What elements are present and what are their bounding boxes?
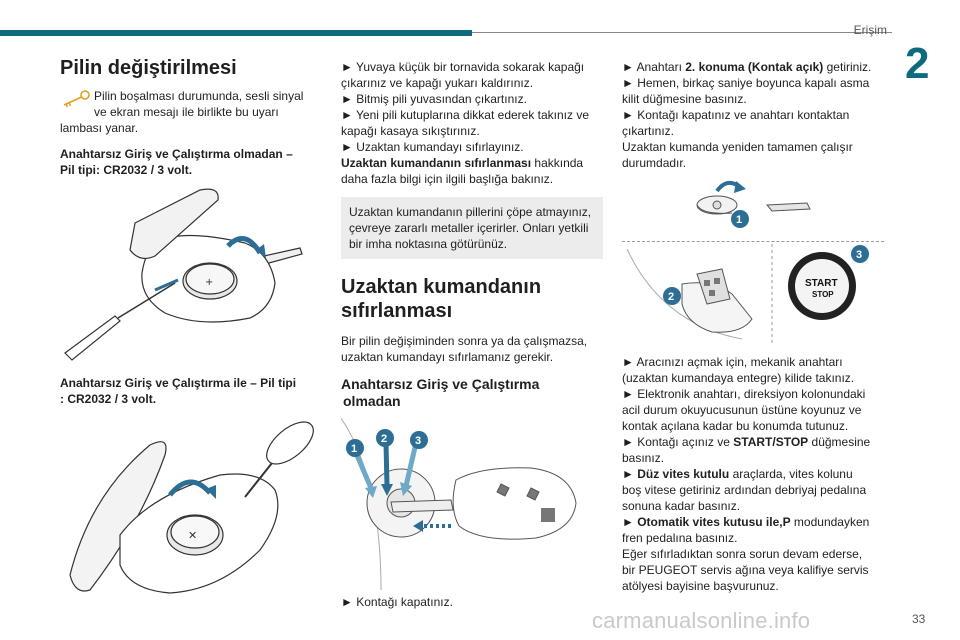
paragraph-line: uzaktan kumandayı sıfırlamanız gerekir. (341, 350, 554, 364)
instruction-line: ► Kontağı açınız ve START/STOP düğmesine (622, 434, 884, 450)
page-number: 33 (912, 612, 926, 626)
text-bold: ► Otomatik vites kutusu ile,P (622, 515, 791, 529)
notice-line: çevreye zararlı metaller içerirler. Onla… (349, 221, 589, 235)
instruction-line: Uzaktan kumanda yeniden tamamen çalışır (622, 140, 853, 154)
instruction-line: çıkartınız. (622, 124, 675, 138)
instruction-line: ► Düz vites kutulu araçlarda, vites kolu… (622, 466, 884, 482)
callout-3: 3 (856, 249, 862, 261)
header-rule (472, 32, 892, 33)
reference-term: Uzaktan kumandanın sıfırlanması (341, 156, 532, 170)
subheading-without-keyless: olmadan (343, 393, 401, 409)
key-battery-illustration-2: ✕ (60, 415, 322, 595)
subheading-no-keyless: Pil tipi: CR2032 / 3 volt. (60, 163, 193, 177)
instruction-line: kontak açılana kadar bu konumda tutunuz. (622, 419, 849, 433)
instruction-line: acil durum okuyucusunun üstüne koyunuz v… (622, 403, 862, 417)
watermark: carmanualsonline.info (592, 608, 811, 633)
instruction-line: ► Hemen, birkaç saniye boyunca kapalı as… (622, 76, 870, 90)
instruction-line: kilit düğmesine basınız. (622, 92, 747, 106)
instruction-line: ► Kontağı kapatınız. (341, 595, 453, 609)
text-run: ► Anahtarı (622, 60, 686, 74)
instruction-line: (uzaktan kumandaya entegre) kilide takın… (622, 371, 855, 385)
text-run: modundayken (790, 515, 870, 529)
note-line: Pilin boşalması durumunda, sesli sinyal (94, 89, 304, 103)
instruction-line: çıkarınız ve kapağı yukarı kaldırınız. (341, 76, 534, 90)
instruction-line: ► Elektronik anahtarı, direksiyon kolonu… (622, 387, 866, 401)
instruction-line: kapağı kasaya sıkıştırınız. (341, 124, 480, 138)
start-button-label: START (805, 278, 838, 289)
header-accent-bar (0, 30, 472, 36)
text-bold: 2. konuma (Kontak açık) (685, 60, 824, 74)
text-run: araçlarda, vites kolunu (729, 467, 853, 481)
note-line: ve ekran mesajı ile birlikte bu uyarı (94, 105, 279, 119)
text-run: getiriniz. (823, 60, 872, 74)
instruction-line: Uzaktan kumandanın sıfırlanması hakkında (341, 155, 603, 171)
instruction-line: durumdadır. (622, 156, 687, 170)
reset-section-title: sıfırlanması (341, 300, 453, 322)
callout-2: 2 (381, 433, 387, 445)
svg-text:+: + (205, 277, 213, 288)
section-title: Erişim (853, 23, 887, 37)
instruction-line: fren pedalına basınız. (622, 531, 738, 545)
instruction-line: ► Yuvaya küçük bir tornavida sokarak kap… (341, 60, 585, 74)
start-stop-illustration: 2 START STOP 3 (622, 244, 884, 344)
reset-section-title: Uzaktan kumandanın (341, 276, 542, 298)
notice-line: Uzaktan kumandanın pillerini çöpe atmayı… (349, 205, 592, 219)
column-middle: ► Yuvaya küçük bir tornavida sokarak kap… (341, 59, 603, 610)
key-warning-icon (60, 88, 94, 108)
svg-text:✕: ✕ (188, 529, 197, 542)
reference-rest: hakkında (531, 156, 584, 170)
instruction-line: basınız. (622, 451, 665, 465)
instruction-line: ► Anahtarı 2. konuma (Kontak açık) getir… (622, 59, 884, 75)
column-right: ► Anahtarı 2. konuma (Kontak açık) getir… (622, 59, 884, 594)
subheading-without-keyless: Anahtarsız Giriş ve Çalıştırma (341, 376, 540, 392)
instruction-line: daha fazla bilgi için ilgili başlığa bak… (341, 172, 554, 186)
chapter-number: 2 (905, 39, 930, 88)
text-bold: START/STOP (733, 435, 809, 449)
instruction-line: ► Otomatik vites kutusu ile,P modundayke… (622, 514, 884, 530)
instruction-line: ► Bitmiş pili yuvasından çıkartınız. (341, 92, 527, 106)
subheading-keyless: : CR2032 / 3 volt. (60, 392, 157, 406)
callout-3: 3 (415, 435, 421, 447)
callout-1: 1 (351, 443, 357, 455)
column-left: Pilin değiştirilmesi Pilin boşalması dur… (60, 52, 322, 595)
callout-1: 1 (736, 214, 742, 226)
instruction-line: sonuna kadar basınız. (622, 499, 741, 513)
instruction-line: ► Kontağı kapatınız ve anahtarı kontakta… (622, 108, 850, 122)
callout-2: 2 (668, 291, 674, 303)
subheading-no-keyless: Anahtarsız Giriş ve Çalıştırma olmadan – (60, 147, 293, 161)
battery-change-title: Pilin değiştirilmesi (60, 57, 237, 79)
stop-button-label: STOP (812, 290, 834, 299)
instruction-line: ► Aracınızı açmak için, mekanik anahtarı (622, 355, 843, 369)
door-lock-key-illustration: 1 (622, 177, 884, 237)
disposal-notice-box: Uzaktan kumandanın pillerini çöpe atmayı… (341, 197, 603, 259)
note-line: lambası yanar. (60, 121, 139, 135)
key-battery-illustration-1: + (60, 188, 322, 363)
text-bold: ► Düz vites kutulu (622, 467, 730, 481)
instruction-line: boş vitese getiriniz ardından debriyaj p… (622, 483, 867, 497)
instruction-line: bir PEUGEOT servis ağına veya kalifiye s… (622, 563, 869, 577)
text-run: ► Kontağı açınız ve (622, 435, 734, 449)
subheading-keyless: Anahtarsız Giriş ve Çalıştırma ile – Pil… (60, 376, 297, 390)
instruction-line: ► Uzaktan kumandayı sıfırlayınız. (341, 140, 524, 154)
instruction-line: atölyesi bayisine başvurunuz. (622, 579, 779, 593)
instruction-line: ► Yeni pili kutuplarına dikkat ederek ta… (341, 108, 590, 122)
paragraph-line: Bir pilin değişiminden sonra ya da çalış… (341, 334, 588, 348)
warning-note: Pilin boşalması durumunda, sesli sinyal … (60, 88, 322, 120)
instruction-line: Eğer sıfırladıktan sonra sorun devam ede… (622, 547, 863, 561)
ignition-key-illustration: 1 2 3 (341, 418, 603, 590)
notice-line: bir imha noktasına götürünüz. (349, 237, 508, 251)
text-run: düğmesine (808, 435, 871, 449)
figure-divider (622, 241, 884, 242)
